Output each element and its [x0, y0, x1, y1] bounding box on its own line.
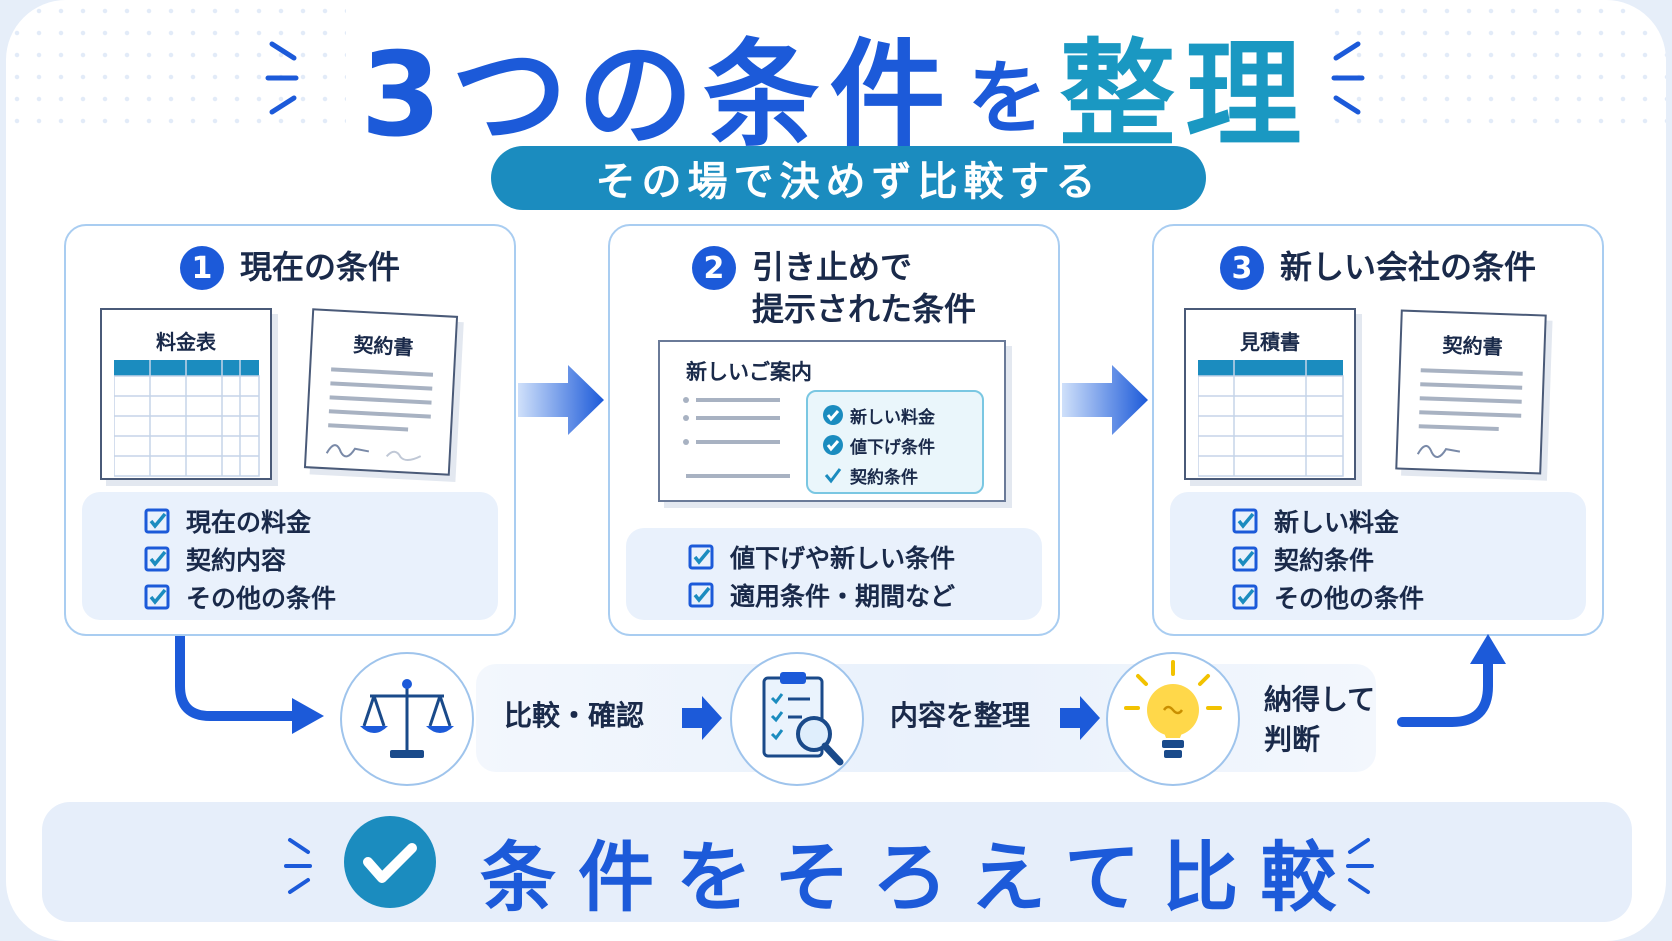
list-lines-icon: [683, 397, 790, 478]
card-new-company-conditions: 3 新しい会社の条件 見積書 契約書: [1152, 224, 1604, 636]
check-label: 現在の料金: [186, 508, 312, 537]
check-circle-icon: [823, 435, 843, 455]
checkbox-checked-icon: [1232, 584, 1258, 610]
check-label: 新しい料金: [1274, 508, 1400, 537]
check-item: その他の条件: [144, 578, 498, 616]
new-guide-label: 新しいご案内: [686, 360, 812, 384]
title-part1: 3つの条件: [360, 28, 956, 163]
table-grid-icon: [114, 360, 260, 477]
inner-checklist: 新しい料金 値下げ条件 契約条件: [806, 390, 984, 494]
flow-step2-label: 内容を整理: [890, 699, 1031, 732]
contract-doc: 契約書: [1395, 309, 1547, 475]
card2-title: 引き止めで 提示された条件: [752, 246, 976, 330]
check-label: 適用条件・期間など: [730, 582, 956, 611]
dot-pattern-left: [6, 0, 346, 140]
inner-check-item: 契約条件: [822, 460, 982, 490]
flow-step3-label: 納得して 判断: [1264, 680, 1375, 760]
checkbox-checked-icon: [688, 582, 714, 608]
card3-checklist: 新しい料金 契約条件 その他の条件: [1170, 492, 1586, 620]
check-label: 値下げや新しい条件: [730, 544, 956, 573]
price-table-label: 料金表: [156, 330, 216, 354]
inner-check-item: 新しい料金: [822, 400, 982, 430]
burst-right-icon: [1346, 838, 1374, 894]
infographic-frame: 3つの条件 を 整理 その場で決めず比較する 1 現在の条件 料金表: [6, 0, 1666, 941]
inner-check-label: 値下げ条件: [850, 437, 935, 458]
burst-right-icon: [1331, 41, 1365, 115]
card1-title: 現在の条件: [239, 248, 400, 286]
check-label: 契約条件: [1274, 546, 1375, 575]
check-circle-icon: [344, 816, 436, 908]
card2-title-line1: 引き止めで: [751, 248, 912, 286]
check-item: 値下げや新しい条件: [688, 538, 1042, 576]
dot-pattern-right: [1326, 0, 1666, 140]
check-label: その他の条件: [186, 584, 337, 613]
check-item: 契約条件: [1232, 540, 1586, 578]
new-guide-doc: 新しいご案内 新しい料金 値下げ条件 契約条: [658, 340, 1006, 502]
bottom-banner: 条件をそろえて比較: [42, 802, 1632, 922]
card3-title: 新しい会社の条件: [1279, 248, 1536, 286]
title-part2: を: [967, 52, 1048, 145]
text-lines-icon: [1416, 368, 1523, 458]
clipboard-search-icon: [762, 672, 844, 766]
check-mark-icon: [824, 468, 842, 484]
card2-checklist: 値下げや新しい条件 適用条件・期間など: [626, 528, 1042, 620]
checkbox-checked-icon: [688, 544, 714, 570]
flow-step3-line2: 判断: [1264, 723, 1321, 756]
card1-checklist: 現在の料金 契約内容 その他の条件: [82, 492, 498, 620]
price-table-doc: 料金表: [100, 308, 272, 480]
estimate-doc: 見積書: [1184, 308, 1356, 480]
subtitle-pill: その場で決めず比較する: [491, 146, 1206, 210]
checkbox-checked-icon: [1232, 508, 1258, 534]
checkbox-checked-icon: [144, 584, 170, 610]
flow-connector-left-icon: [175, 636, 324, 734]
flow-connector-right-icon: [1397, 634, 1506, 727]
check-item: 契約内容: [144, 540, 498, 578]
card2-header: 2 引き止めで 提示された条件: [610, 246, 1058, 330]
card3-header: 3 新しい会社の条件: [1154, 246, 1602, 290]
balance-scale-icon: [360, 679, 454, 758]
banner-text: 条件をそろえて比較: [480, 833, 1359, 922]
lightbulb-icon: [1124, 660, 1222, 758]
flow-arrow-icon: [682, 696, 722, 740]
checkbox-checked-icon: [144, 508, 170, 534]
inner-check-label: 新しい料金: [850, 407, 935, 428]
burst-left-icon: [265, 41, 299, 115]
check-item: 新しい料金: [1232, 502, 1586, 540]
inner-check-label: 契約条件: [850, 467, 918, 488]
step-number-1: 1: [179, 246, 224, 290]
checkbox-checked-icon: [1232, 546, 1258, 572]
balance-scale-circle: [340, 652, 474, 786]
burst-left-icon: [284, 838, 312, 894]
card-current-conditions: 1 現在の条件 料金表 契約書: [64, 224, 516, 636]
check-item: 現在の料金: [144, 502, 498, 540]
arrow-right-icon: [1062, 365, 1148, 435]
contract-label: 契約書: [352, 332, 414, 360]
check-item: その他の条件: [1232, 578, 1586, 616]
lightbulb-circle: [1106, 652, 1240, 786]
contract-label: 契約書: [1442, 332, 1504, 360]
contract-doc: 契約書: [303, 308, 459, 476]
inner-check-item: 値下げ条件: [822, 430, 982, 460]
step-number-2: 2: [691, 246, 736, 290]
text-lines-icon: [325, 367, 434, 462]
estimate-label: 見積書: [1240, 330, 1300, 354]
flow-step3-line1: 納得して: [1264, 683, 1376, 716]
flow-step1-label: 比較・確認: [504, 699, 645, 732]
check-label: その他の条件: [1274, 584, 1425, 613]
arrow-right-icon: [518, 365, 604, 435]
card1-header: 1 現在の条件: [66, 246, 514, 290]
check-item: 適用条件・期間など: [688, 576, 1042, 614]
card2-title-line2: 提示された条件: [751, 290, 976, 328]
card-retention-offer: 2 引き止めで 提示された条件 新しいご案内 新しい料金: [608, 224, 1060, 636]
table-grid-icon: [1198, 360, 1344, 477]
clipboard-circle: [730, 652, 864, 786]
flow-arrow-icon: [1060, 696, 1100, 740]
step-number-3: 3: [1219, 246, 1264, 290]
checkbox-checked-icon: [144, 546, 170, 572]
check-circle-icon: [823, 405, 843, 425]
check-label: 契約内容: [186, 546, 287, 575]
title-part3: 整理: [1059, 28, 1312, 163]
page-title: 3つの条件 を 整理: [6, 20, 1666, 163]
